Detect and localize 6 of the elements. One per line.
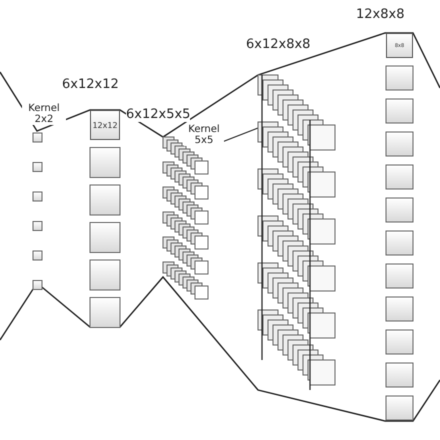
kernel-label: Kernel 5x5: [184, 124, 224, 146]
size-label: 12x12: [92, 120, 118, 130]
kernel-label: Kernel 2x2: [22, 103, 66, 125]
feature-map-box: [90, 110, 120, 140]
feature-map-box: [386, 33, 413, 58]
dimension-label: 6x12x5x5: [126, 108, 190, 122]
